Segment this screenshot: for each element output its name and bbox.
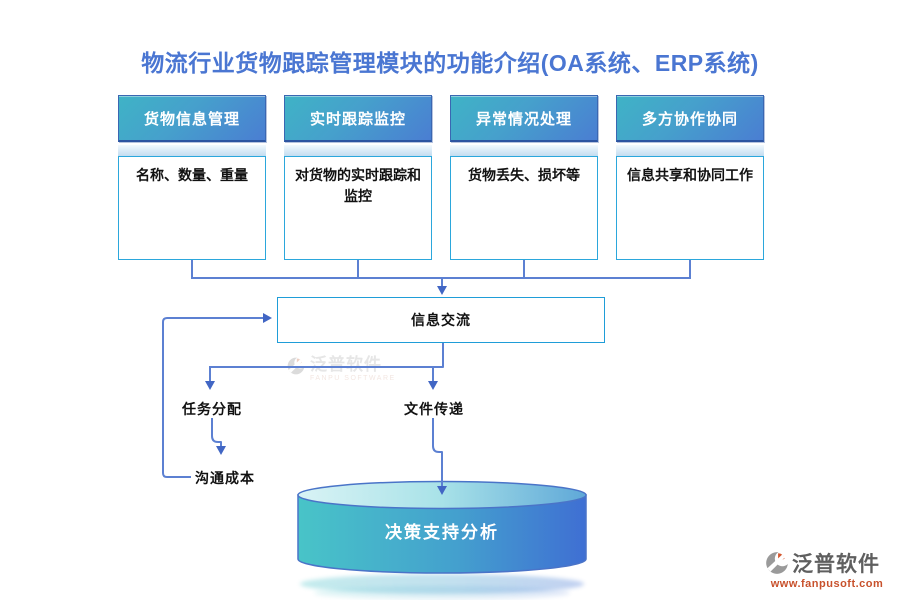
task-allocation-label: 任务分配 <box>182 401 242 417</box>
module-card-exception-handling: 异常情况处理 货物丢失、损坏等 <box>450 95 598 260</box>
module-header-realtime-tracking: 实时跟踪监控 <box>284 95 432 142</box>
arrow-file-to-decision <box>432 418 447 495</box>
footer-url: www.fanpusoft.com <box>770 578 884 590</box>
fanpu-logo-icon <box>287 356 306 375</box>
arrow-task-to-cost <box>211 418 226 455</box>
communication-cost-label: 沟通成本 <box>195 470 255 486</box>
module-detail-collaboration: 信息共享和协同工作 <box>616 156 764 260</box>
decision-support-label: 决策支持分析 <box>385 523 499 542</box>
module-detail-exception-handling: 货物丢失、损坏等 <box>450 156 598 260</box>
header-reflection <box>284 145 432 156</box>
watermark-brand: 泛普软件 <box>310 355 382 374</box>
watermark-subtitle: FANPU SOFTWARE <box>310 375 396 382</box>
page-title: 物流行业货物跟踪管理模块的功能介绍(OA系统、ERP系统) <box>141 50 759 76</box>
cylinder-reflection <box>300 574 584 600</box>
file-transfer-label: 文件传递 <box>404 401 464 417</box>
arrow-cost-to-exchange <box>162 313 272 478</box>
module-card-cargo-info: 货物信息管理 名称、数量、重量 <box>118 95 266 260</box>
exchange-bottom-stub <box>209 343 444 368</box>
watermark-text: 泛普软件 FANPU SOFTWARE <box>310 356 396 382</box>
header-reflection <box>616 145 764 156</box>
info-exchange-box: 信息交流 <box>277 297 605 343</box>
header-reflection <box>450 145 598 156</box>
footer-brand: 泛普软件 <box>792 553 880 576</box>
module-detail-realtime-tracking: 对货物的实时跟踪和监控 <box>284 156 432 260</box>
header-reflection <box>118 145 266 156</box>
module-header-collaboration: 多方协作协同 <box>616 95 764 142</box>
module-card-collaboration: 多方协作协同 信息共享和协同工作 <box>616 95 764 260</box>
fanpu-logo-icon <box>766 551 790 574</box>
module-header-exception-handling: 异常情况处理 <box>450 95 598 142</box>
module-detail-cargo-info: 名称、数量、重量 <box>118 156 266 260</box>
card-stub-lines <box>191 260 691 279</box>
watermark: 泛普软件 FANPU SOFTWARE <box>286 356 396 382</box>
footer-logo: 泛普软件 www.fanpusoft.com <box>764 548 890 590</box>
module-card-realtime-tracking: 实时跟踪监控 对货物的实时跟踪和监控 <box>284 95 432 260</box>
module-header-cargo-info: 货物信息管理 <box>118 95 266 142</box>
